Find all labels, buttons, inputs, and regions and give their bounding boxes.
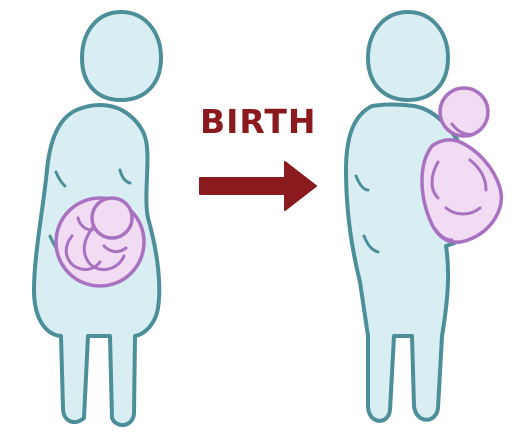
right-arrow-icon <box>200 162 316 210</box>
birth-label: BIRTH <box>200 105 330 138</box>
fetus-icon <box>56 198 144 286</box>
baby-icon <box>422 88 501 242</box>
